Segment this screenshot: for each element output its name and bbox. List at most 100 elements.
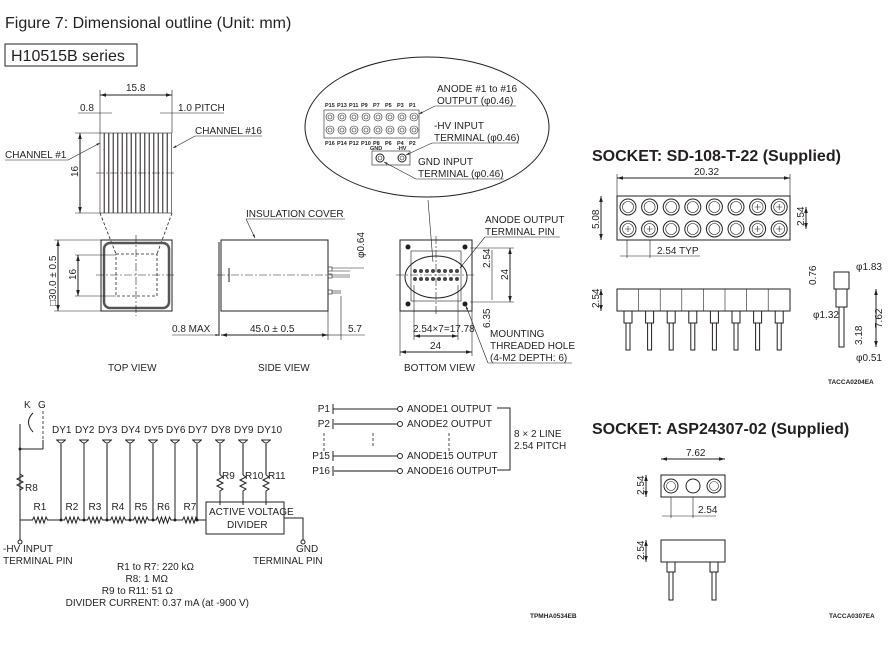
anode-pin bbox=[443, 269, 447, 273]
anode-pin bbox=[419, 269, 423, 273]
resistor-value-r9-r11: R9 to R11: 51 Ω bbox=[102, 586, 174, 597]
socket2-dim-side: 2.54 bbox=[636, 540, 647, 560]
dynode-label: DY9 bbox=[234, 425, 254, 436]
socket-pin-lower bbox=[668, 322, 674, 351]
dynode-symbol bbox=[170, 439, 180, 444]
gnd-input-label-2: TERMINAL (φ0.46) bbox=[418, 169, 504, 180]
pinout-pin: P15 bbox=[312, 451, 330, 462]
socket-hole bbox=[641, 220, 659, 238]
pin-label-top: P15 bbox=[325, 103, 335, 109]
anode-pin bbox=[431, 269, 435, 273]
socket-pin-upper bbox=[753, 310, 763, 324]
pin-hole-inner bbox=[375, 114, 381, 120]
gnd-input-label-1: GND INPUT bbox=[418, 157, 473, 168]
resistor-label: R9 bbox=[222, 471, 235, 482]
dynode-symbol bbox=[261, 439, 271, 444]
pinout-label: ANODE2 OUTPUT bbox=[407, 419, 492, 430]
pin-hole-inner bbox=[351, 127, 357, 133]
resistor-label: R1 bbox=[34, 502, 47, 513]
dim-pin-diameter: φ0.64 bbox=[356, 232, 367, 258]
socket-hole bbox=[619, 198, 637, 216]
top-view-caption: TOP VIEW bbox=[108, 363, 157, 374]
socket-pin-upper bbox=[623, 310, 633, 324]
pin-hole bbox=[337, 112, 347, 122]
socket1-dim-1-83: φ1.83 bbox=[856, 262, 882, 273]
resistor-label: R3 bbox=[89, 502, 102, 513]
pin-hole bbox=[325, 125, 335, 135]
socket-asp24307: SOCKET: ASP24307-02 (Supplied) 7.62 2.54… bbox=[592, 421, 875, 620]
dynode-label: DY3 bbox=[98, 425, 118, 436]
pin-label-top: P3 bbox=[397, 103, 404, 109]
top-view: 15.8 0.8 1.0 PITCH CHANNEL #16 CHANNEL #… bbox=[5, 83, 262, 374]
dynode-symbol bbox=[102, 439, 112, 444]
pin-label-top: P1 bbox=[409, 103, 416, 109]
dim-6-35: 6.35 bbox=[482, 308, 493, 328]
dynode-label: DY2 bbox=[75, 425, 95, 436]
terminal-circle bbox=[397, 468, 403, 474]
socket-hole bbox=[662, 198, 680, 216]
pin-label-bottom: P12 bbox=[349, 141, 359, 147]
pin-hole bbox=[337, 125, 347, 135]
pinout-pin: P1 bbox=[318, 404, 331, 415]
hv-input-label-2: TERMINAL (φ0.46) bbox=[434, 133, 520, 144]
pin-label-top: P11 bbox=[349, 103, 358, 109]
socket1-dim-0-76: 0.76 bbox=[808, 265, 819, 285]
resistor-label: R10 bbox=[245, 471, 264, 482]
anode-pin bbox=[455, 269, 459, 273]
hv-terminal-label-2: TERMINAL PIN bbox=[3, 556, 73, 567]
socket-hole bbox=[727, 220, 745, 238]
dim-width: 15.8 bbox=[126, 83, 146, 94]
pin-label-bottom: P6 bbox=[385, 141, 392, 147]
socket-pin-lower bbox=[690, 322, 696, 351]
socket1-title: SOCKET: SD-108-T-22 (Supplied) bbox=[592, 148, 841, 165]
pinout-note-2: 2.54 PITCH bbox=[514, 441, 566, 452]
pin-label-bottom: P2 bbox=[409, 141, 416, 147]
dim-max: 0.8 MAX bbox=[172, 324, 211, 335]
pin-label-bottom: P4 bbox=[397, 141, 405, 147]
socket-hole bbox=[705, 198, 723, 216]
socket2-title: SOCKET: ASP24307-02 (Supplied) bbox=[592, 421, 849, 438]
hv-terminal-label-1: -HV INPUT bbox=[3, 544, 53, 555]
socket-pin-lower bbox=[776, 322, 782, 351]
cathode-label: K bbox=[24, 400, 31, 411]
dynode-label: DY4 bbox=[121, 425, 141, 436]
pin-hole-inner bbox=[327, 127, 333, 133]
pin-hole-inner bbox=[339, 127, 345, 133]
pin-hole-inner bbox=[351, 114, 357, 120]
pin-hole-inner bbox=[411, 127, 417, 133]
dim-pin-span: 2.54×7=17.78 bbox=[413, 324, 475, 335]
plus-mark bbox=[625, 226, 631, 232]
pin-hole bbox=[361, 125, 371, 135]
anode-pin bbox=[413, 269, 417, 273]
resistor-symbol bbox=[20, 515, 61, 525]
anode-output-label-1: ANODE #1 to #16 bbox=[437, 84, 517, 95]
terminal-circle bbox=[397, 406, 403, 412]
series-label: H10515B series bbox=[11, 48, 125, 65]
channel-strip bbox=[104, 132, 109, 214]
dim-height: 16 bbox=[70, 165, 81, 177]
socket-hole bbox=[662, 220, 680, 238]
socket1-dim-1-32: φ1.32 bbox=[813, 310, 839, 321]
anode-pin bbox=[455, 277, 459, 281]
socket-hole bbox=[770, 198, 788, 216]
plus-mark bbox=[776, 204, 783, 210]
socket-hole bbox=[749, 198, 767, 216]
divider-current: DIVIDER CURRENT: 0.37 mA (at -900 V) bbox=[66, 598, 249, 609]
socket-hole bbox=[727, 198, 745, 216]
pin-hole-inner bbox=[387, 114, 393, 120]
socket-pin-lower bbox=[625, 322, 631, 351]
dynode-symbol bbox=[125, 439, 135, 444]
pin-hole bbox=[385, 125, 395, 135]
dynode-label: DY6 bbox=[166, 425, 186, 436]
dynode-label: DY5 bbox=[144, 425, 164, 436]
socket-hole bbox=[684, 198, 702, 216]
pin-hole-inner bbox=[363, 114, 369, 120]
mounting-label-2: THREADED HOLE bbox=[490, 341, 575, 352]
terminal-circle bbox=[397, 421, 403, 427]
socket-hole-inner bbox=[686, 223, 699, 235]
anode-pin bbox=[449, 269, 453, 273]
channel-16-label: CHANNEL #16 bbox=[195, 126, 262, 137]
hv-pin-label: -HV bbox=[397, 146, 407, 152]
dynode-symbol bbox=[238, 439, 248, 444]
